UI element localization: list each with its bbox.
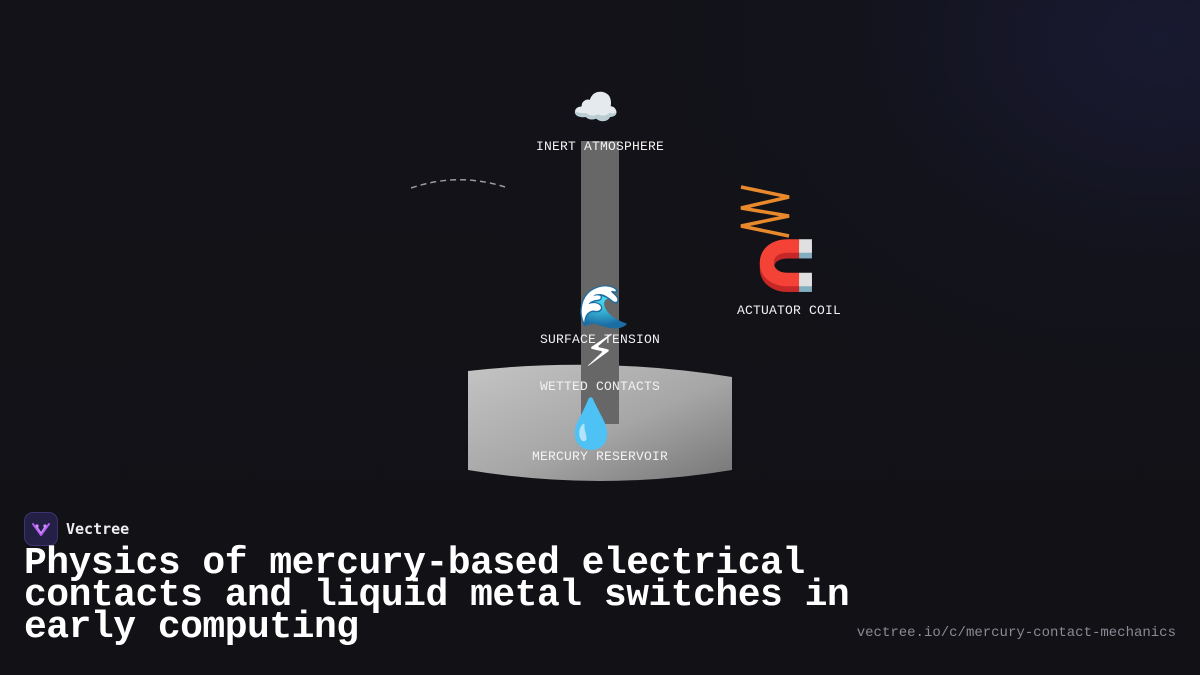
inert-atmosphere-label: INERT ATMOSPHERE — [535, 139, 665, 154]
brand-name: Vectree — [66, 520, 130, 538]
magnet-icon: 🧲 — [756, 238, 816, 294]
page-url[interactable]: vectree.io/c/mercury-contact-mechanics — [856, 625, 1176, 641]
wave-icon: 🌊 — [577, 282, 631, 331]
coil-zigzag-icon — [740, 185, 790, 238]
glass-tube — [581, 141, 619, 424]
dashed-arc — [410, 179, 506, 189]
droplet-icon: 💧 — [561, 396, 621, 452]
page-title: Physics of mercury-based electrical cont… — [24, 542, 850, 649]
cloud-icon: ☁️ — [572, 85, 620, 129]
brand-logo-icon — [24, 512, 58, 546]
surface-tension-label: SURFACE TENSION — [539, 332, 661, 347]
brand[interactable]: Vectree — [24, 512, 129, 546]
lightning-icon: ⚡ — [584, 326, 616, 377]
wetted-contacts-label: WETTED CONTACTS — [539, 379, 661, 394]
mercury-reservoir-label: MERCURY RESERVOIR — [531, 449, 669, 464]
actuator-coil-label: ACTUATOR COIL — [736, 303, 842, 318]
